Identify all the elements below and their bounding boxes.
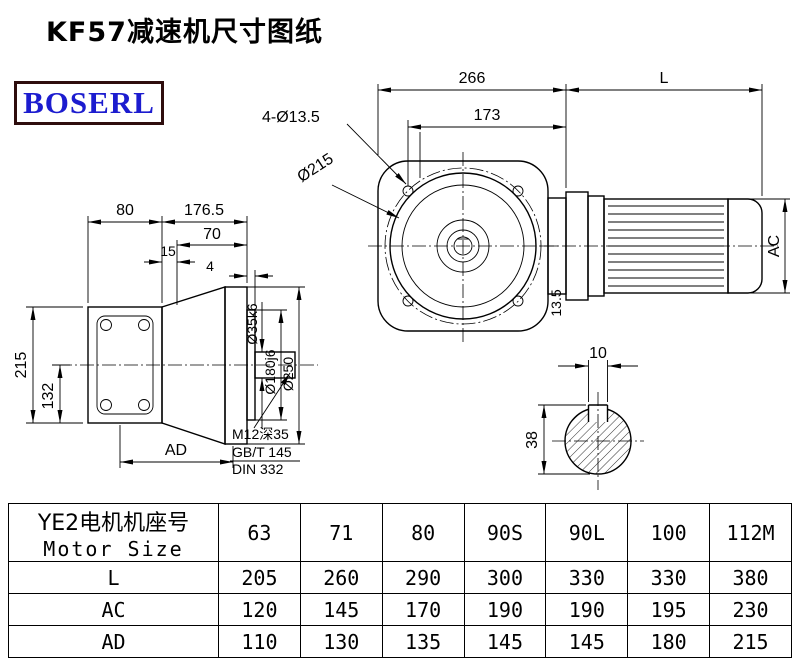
cell: 260: [299, 561, 383, 594]
cell: 190: [463, 593, 547, 626]
note-std1-label: GB/T 145: [232, 444, 292, 460]
row-label: AC: [8, 593, 219, 626]
cell: 110: [218, 625, 301, 658]
cell: 180: [627, 625, 711, 658]
cell: 300: [463, 561, 547, 594]
shaft-diameter-label: Ø35k6: [244, 303, 260, 344]
side-view: 80 176.5 70 15 4 215 132: [13, 202, 318, 477]
boserl-logo: BOSERL: [14, 81, 164, 125]
technical-drawing: 266 L 173 4-Ø13.5 Ø215 AC 13.5: [13, 70, 790, 490]
motor-fins: [608, 205, 724, 287]
dim-15-label: 15: [160, 243, 176, 259]
boserl-logo-text: BOSERL: [23, 85, 155, 120]
cell: 330: [545, 561, 629, 594]
dim-132-label: 132: [40, 383, 57, 410]
cell: 290: [381, 561, 465, 594]
size-col-4: 90L: [545, 503, 629, 562]
size-col-0: 63: [218, 503, 301, 562]
motor-size-header-cell: YE2电机机座号 Motor Size: [8, 503, 219, 562]
cell: 195: [627, 593, 711, 626]
size-col-6: 112M: [709, 503, 792, 562]
size-col-5: 100: [627, 503, 711, 562]
cell: 145: [545, 625, 629, 658]
dim-173-label: 173: [474, 107, 501, 124]
cell: 230: [709, 593, 792, 626]
spigot-diameter-label: Ø180j6: [262, 349, 278, 394]
cell: 380: [709, 561, 792, 594]
table-row-AC: AC 120 145 170 190 190 195 230: [8, 593, 792, 626]
size-col-2: 80: [381, 503, 465, 562]
note-tap-label: M12深35: [232, 426, 289, 442]
cell: 190: [545, 593, 629, 626]
cell: 135: [381, 625, 465, 658]
cell: 170: [381, 593, 465, 626]
dim-10-label: 10: [589, 345, 607, 362]
dim-AD-label: AD: [165, 442, 187, 459]
cell: 145: [463, 625, 547, 658]
dim-80-label: 80: [116, 202, 134, 219]
dim-L-label: L: [660, 70, 669, 87]
cell: 130: [299, 625, 383, 658]
size-col-1: 71: [299, 503, 383, 562]
table-row-L: L 205 260 290 300 330 330 380: [8, 561, 792, 594]
front-view: 266 L 173 4-Ø13.5 Ø215 AC 13.5: [262, 70, 790, 342]
dim-13-5-label: 13.5: [548, 289, 564, 316]
dim-176-5-label: 176.5: [184, 202, 224, 219]
cell: 120: [218, 593, 301, 626]
row-label: L: [8, 561, 219, 594]
dim-AC-label: AC: [766, 235, 783, 257]
cell: 145: [299, 593, 383, 626]
dim-70-label: 70: [203, 226, 221, 243]
size-col-3: 90S: [463, 503, 547, 562]
cell: 215: [709, 625, 792, 658]
table-row-AD: AD 110 130 135 145 145 180 215: [8, 625, 792, 658]
dim-215-label: 215: [13, 352, 30, 379]
flange-diameter-label: Ø250: [280, 357, 296, 391]
flange-circle-label: Ø215: [295, 150, 337, 186]
row-label: AD: [8, 625, 219, 658]
page-title: KF57减速机尺寸图纸: [46, 17, 323, 48]
motor-size-label-en: Motor Size: [43, 536, 184, 561]
motor-size-label-cn: YE2电机机座号: [37, 510, 190, 536]
dim-4-label: 4: [206, 258, 214, 274]
dim-38-label: 38: [524, 431, 541, 449]
cell: 330: [627, 561, 711, 594]
cell: 205: [218, 561, 301, 594]
dim-266-label: 266: [459, 70, 486, 87]
note-std2-label: DIN 332: [232, 461, 284, 477]
shaft-section-view: 10 38: [524, 345, 644, 490]
table-header-row: YE2电机机座号 Motor Size 63 71 80 90S 90L 100…: [8, 503, 792, 562]
dimension-table: YE2电机机座号 Motor Size 63 71 80 90S 90L 100…: [8, 503, 792, 658]
holes-note-label: 4-Ø13.5: [262, 109, 320, 126]
